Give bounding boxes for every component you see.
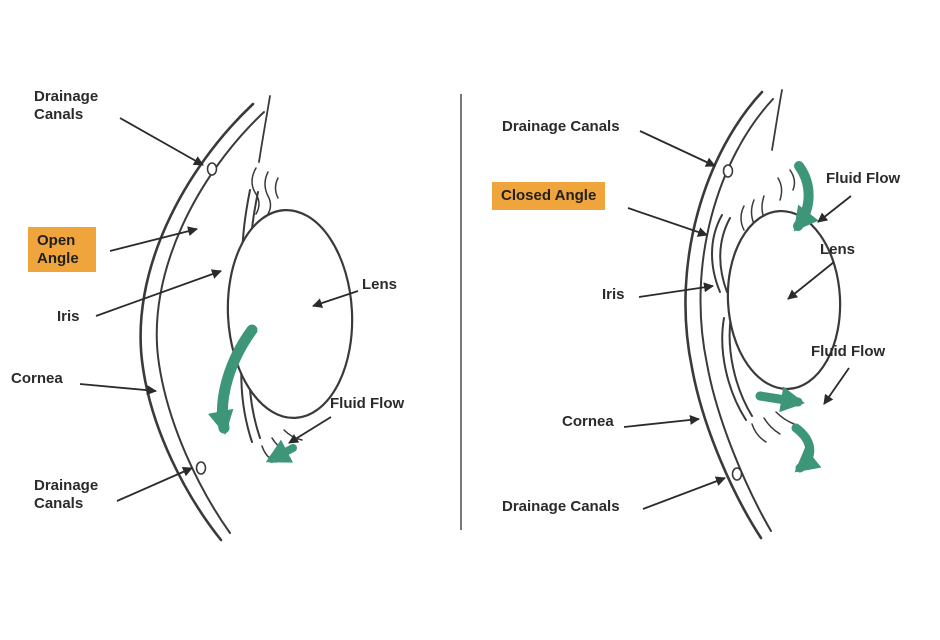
right-eye-diagram — [684, 89, 842, 540]
sclera-top-line — [771, 89, 783, 151]
drainage-canal-top-circle — [206, 162, 218, 176]
pointer-fluid-flow-left — [288, 416, 332, 444]
label-fluid-flow-left: Fluid Flow — [330, 395, 405, 412]
lens-shape — [726, 209, 842, 391]
pointer-open-angle — [109, 226, 198, 252]
label-fluid-flow-top-right: Fluid Flow — [826, 170, 901, 187]
pointer-fluid-flow-top-right — [817, 195, 852, 223]
fluid-flow-arrow-bottom — [791, 423, 822, 473]
pointer-drainage-bottom-left — [116, 467, 193, 502]
left-eye-diagram — [139, 95, 354, 542]
label-drainage-canals-bottom-left: Drainage Canals — [34, 477, 99, 512]
pointer-drainage-bottom-right — [642, 476, 726, 510]
pointer-cornea-left — [79, 383, 157, 396]
label-lens-right: Lens — [820, 241, 856, 258]
label-iris-right: Iris — [602, 286, 625, 303]
pointer-lens-left — [312, 290, 359, 308]
pointer-drainage-top-right — [639, 130, 716, 167]
cornea-wall-inner — [699, 98, 774, 532]
label-lens-left: Lens — [362, 276, 398, 293]
lens-shape — [226, 208, 354, 420]
drainage-canal-top-circle — [722, 164, 734, 178]
label-drainage-canals-bottom-right: Drainage Canals — [502, 498, 620, 515]
label-fluid-flow-mid-right: Fluid Flow — [811, 343, 886, 360]
right-pointer-arrows — [623, 130, 852, 510]
pointer-fluid-flow-mid-right — [823, 367, 850, 405]
pointer-iris-left — [95, 269, 222, 317]
pointer-cornea-right — [623, 414, 700, 428]
iris-lower-back — [728, 315, 753, 417]
iris-upper-back — [719, 217, 731, 293]
drainage-canal-bottom-circle — [195, 461, 207, 475]
pointer-iris-right — [638, 282, 714, 298]
label-cornea-left: Cornea — [11, 370, 63, 387]
drainage-canal-bottom-circle — [731, 467, 743, 481]
fluid-flow-arrow-small — [265, 439, 297, 463]
iris-lower-front — [721, 317, 747, 421]
pointer-closed-angle — [627, 207, 708, 237]
fluid-flow-arrow-main — [207, 324, 258, 435]
cornea-wall-outer — [684, 90, 764, 540]
label-iris-left: Iris — [57, 308, 80, 325]
ciliary-processes-bottom — [751, 411, 795, 443]
sclera-top-line — [258, 95, 271, 163]
fluid-flow-arrow-mid — [755, 386, 805, 413]
pointer-lens-right — [787, 261, 835, 300]
cornea-wall-outer — [139, 102, 255, 542]
label-drainage-canals-top-left: Drainage Canals — [34, 88, 99, 123]
iris-upper-front — [711, 214, 723, 293]
pointer-drainage-top-left — [119, 117, 204, 166]
closed-angle-highlight: Closed Angle — [492, 182, 606, 210]
left-pointer-arrows — [79, 117, 359, 502]
ciliary-processes-top — [251, 167, 279, 215]
label-cornea-right: Cornea — [562, 413, 614, 430]
fluid-flow-arrow-top — [793, 161, 819, 232]
open-angle-highlight: Open Angle — [28, 227, 96, 273]
label-drainage-canals-top-right: Drainage Canals — [502, 118, 620, 135]
